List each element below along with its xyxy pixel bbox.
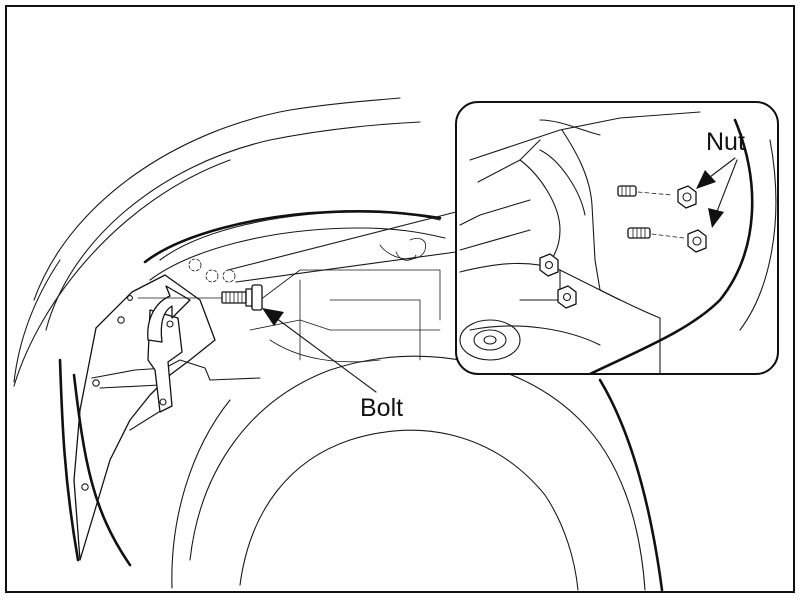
detail-leader-lower	[235, 251, 457, 283]
mounted-nut-icon	[539, 253, 577, 309]
nut-icon	[677, 185, 707, 253]
install-direction-arrow	[147, 285, 191, 343]
vehicle-body	[13, 97, 664, 592]
bolt-label: Bolt	[360, 394, 403, 422]
nut-callout-arrows	[696, 157, 738, 228]
detail-leader-upper	[227, 211, 457, 271]
bolt-callout-arrow	[262, 308, 377, 393]
detail-inset: Nut	[455, 101, 779, 375]
nut-label: Nut	[706, 128, 745, 156]
stud-icon	[617, 185, 651, 239]
bolt-icon	[137, 284, 263, 311]
